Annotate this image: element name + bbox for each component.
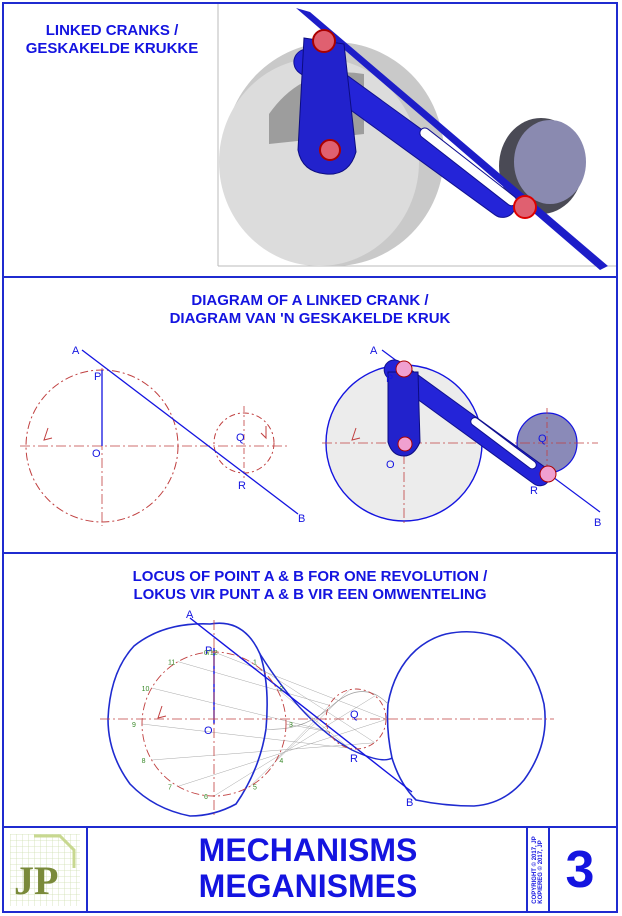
title-line-2: LOKUS VIR PUNT A & B VIR EEN OMWENTELING — [133, 586, 487, 603]
construction-ray — [213, 651, 387, 720]
locus-position-labels: 0/12 1 2 3 4 5 6 7 8 9 10 11 — [132, 650, 293, 801]
division-label: 4 — [279, 758, 283, 765]
label-B: B — [406, 797, 413, 809]
panel-title: LOCUS OF POINT A & B FOR ONE REVOLUTION … — [4, 568, 616, 604]
linked-crank-line-diagram: A P O Q R B A P O Q R B — [20, 345, 601, 529]
title-afrikaans: MEGANISMES — [198, 868, 418, 904]
label-A: A — [186, 609, 194, 621]
construction-ray — [177, 719, 387, 787]
division-label: 1 — [253, 660, 257, 667]
construction-ray — [249, 689, 350, 787]
construction-ray — [276, 687, 350, 749]
division-label: 8 — [142, 758, 146, 765]
title-line-2: DIAGRAM VAN 'N GESKAKELDE KRUK — [169, 310, 451, 327]
panel-linked-crank-diagram: DIAGRAM OF A LINKED CRANK / DIAGRAM VAN … — [2, 276, 618, 554]
label-O: O — [92, 448, 101, 460]
schematic-right: A P O Q R B — [322, 345, 601, 529]
panel-title: LINKED CRANKS / GESKAKELDE KRUKKE — [12, 22, 212, 58]
title-line-2: GESKAKELDE KRUKKE — [25, 40, 199, 57]
label-Q: Q — [350, 709, 359, 721]
construction-ray — [249, 661, 375, 743]
label-A: A — [72, 345, 80, 357]
title-block: JP MECHANISMS MEGANISMES COPYRIGHT © 201… — [2, 826, 618, 913]
label-P: P — [205, 645, 212, 657]
label-B: B — [594, 517, 601, 529]
label-Q: Q — [538, 433, 547, 445]
construction-ray — [213, 695, 376, 797]
division-label: 9 — [132, 722, 136, 729]
construction-ray — [151, 742, 375, 761]
locus-curve-A — [107, 622, 268, 817]
division-label: 5 — [253, 784, 257, 791]
label-O: O — [386, 459, 395, 471]
label-B: B — [298, 513, 305, 525]
pivot-pin-center — [319, 139, 341, 161]
panel-title: DIAGRAM OF A LINKED CRANK / DIAGRAM VAN … — [4, 292, 616, 328]
jp-logo-graphic: JP — [10, 834, 80, 906]
construction-ray — [177, 661, 330, 706]
label-P: P — [386, 373, 393, 385]
panel-locus: LOCUS OF POINT A & B FOR ONE REVOLUTION … — [2, 552, 618, 828]
linked-crank-3d-illustration — [217, 4, 616, 270]
division-label: 7 — [168, 784, 172, 791]
sheet-number: 3 — [565, 840, 595, 899]
label-R: R — [530, 485, 538, 497]
schematic-left: A P O Q R B — [20, 345, 305, 526]
label-R: R — [350, 753, 358, 765]
division-label: 6 — [204, 794, 208, 801]
construction-ray — [151, 687, 329, 732]
label-A: A — [370, 345, 378, 357]
title-line-1: DIAGRAM OF A LINKED CRANK / — [191, 292, 429, 309]
division-label: 0/12 — [204, 650, 218, 657]
crank-arm — [297, 37, 357, 175]
locus-diagram: A P O Q R B 0/12 1 2 3 4 5 6 7 8 9 10 11 — [100, 609, 554, 817]
pivot-pin-slot — [513, 195, 537, 219]
copyright-strip: COPYRIGHT © 2017, JP KOPIEREG © 2017, JP — [526, 828, 550, 911]
panel-linked-cranks-render: LINKED CRANKS / GESKAKELDE KRUKKE — [2, 2, 618, 278]
label-O: O — [204, 725, 213, 737]
division-label: 2 — [279, 686, 283, 693]
division-label: 11 — [168, 660, 175, 667]
label-R: R — [238, 480, 246, 492]
title-line-1: LINKED CRANKS / — [45, 22, 179, 39]
pivot-pin-top — [312, 29, 336, 53]
division-label: 10 — [142, 686, 150, 693]
division-label: 3 — [289, 722, 293, 729]
document-title: MECHANISMS MEGANISMES — [90, 832, 526, 904]
title-english: MECHANISMS — [198, 832, 418, 868]
locus-curve-B — [386, 630, 546, 807]
title-line-1: LOCUS OF POINT A & B FOR ONE REVOLUTION … — [132, 568, 488, 585]
construction-ray — [276, 705, 330, 761]
construction-ray — [141, 723, 349, 749]
logo-text: JP — [14, 858, 58, 903]
label-P: P — [94, 371, 101, 383]
link-line — [189, 617, 413, 793]
jp-logo: JP — [4, 828, 88, 911]
label-Q: Q — [236, 432, 245, 444]
